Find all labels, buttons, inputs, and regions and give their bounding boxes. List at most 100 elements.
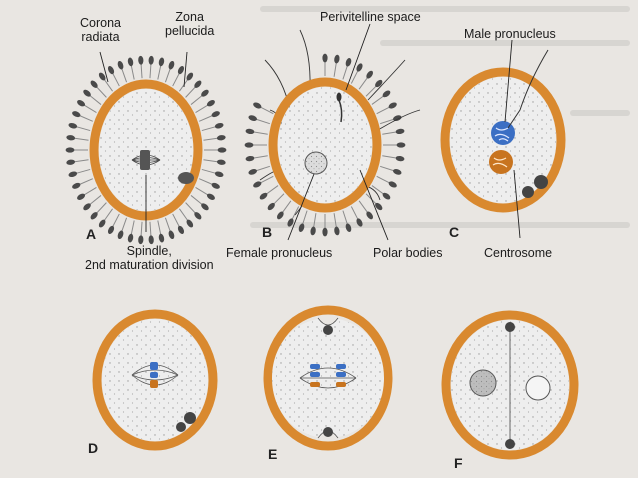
corona-process [140,64,143,79]
panel-label-c: C [449,224,460,240]
corona-process [112,213,120,227]
chromosomes [140,150,150,170]
female-pronucleus-chromatin [492,157,508,168]
polar-body [323,427,333,437]
corona-cell [393,115,402,121]
corona-cell [345,57,352,67]
corona-cell [356,63,363,72]
polar-body [184,412,196,424]
corona-cell [127,57,134,67]
corona-cell [211,182,220,189]
corona-process [96,202,107,214]
corona-cell [216,159,226,165]
corona-cell [177,225,185,234]
panel-label-a: A [86,226,97,242]
corona-process [260,175,274,184]
corona-cell [77,193,86,200]
corona-process [382,131,397,135]
corona-cell [72,182,81,189]
corona-process [130,220,135,235]
corona-process [302,210,308,225]
corona-cell [382,192,391,200]
corona-cell [310,226,316,236]
corona-cell [65,147,75,153]
corona-process [89,195,102,205]
corona-cell [83,203,91,211]
sperm-head [336,92,342,102]
corona-process [172,73,180,87]
label-female-pronucleus: Female pronucleus [226,246,333,260]
corona-cell [287,218,294,227]
corona-process [76,168,91,174]
label-male-pronucleus: Male pronucleus [464,27,556,41]
sperm-tail [377,109,421,131]
corona-cell [68,171,78,178]
corona-cell [345,223,352,233]
corona-cell [253,102,262,109]
corona-process [282,200,292,213]
corona-cell [117,60,124,70]
corona-cell [177,66,185,75]
corona-cell [72,111,81,118]
male-pronucleus [491,121,515,145]
corona-cell [334,226,340,236]
corona-cell [201,203,209,211]
separating-chromosomes [310,364,346,387]
stage-a-oocyte [65,55,227,245]
label-perivitelline-space: Perivitelline space [320,10,421,24]
stage-b-oocyte [244,29,421,237]
corona-process [179,208,188,221]
corona-cell [66,159,76,165]
corona-process [380,165,394,172]
corona-process [371,95,384,105]
corona-cell [388,181,397,188]
sperm-tail [367,59,406,101]
corona-cell [322,53,328,63]
corona-cell [248,169,257,175]
corona-process [256,118,270,125]
corona-cell [127,233,134,243]
corona-process [273,193,285,205]
label-polar-bodies: Polar bodies [373,246,443,260]
corona-process [342,65,348,80]
corona-cell [186,72,194,81]
corona-process [350,206,359,220]
corona-process [104,208,113,221]
corona-cell [248,115,257,121]
leader-perivitelline-space [345,23,371,91]
corona-process [380,118,394,125]
polar-body [505,322,515,332]
corona-process [313,213,317,228]
corona-process [195,104,208,114]
corona-cell [259,192,268,200]
corona-cell [90,212,98,220]
corona-process [157,65,162,80]
corona-process [96,86,107,98]
corona-process [185,86,196,98]
stage-c-zygote [440,49,566,213]
corona-cell [245,155,255,162]
corona-cell [267,202,275,211]
corona-process [149,221,152,236]
stage-f-two-cell [441,310,579,460]
corona-cell [375,79,383,88]
leader-male-pronucleus [504,39,513,123]
corona-process [79,178,94,185]
sperm-tail [507,49,549,129]
corona-cell [322,227,328,237]
corona-process [195,186,208,196]
corona-process [376,106,390,115]
panel-label-b: B [262,224,273,240]
corona-process [190,95,203,105]
corona-process [201,126,216,132]
corona-process [89,95,102,105]
corona-cell [201,89,209,97]
stage-d-first-cleavage-spindle [92,309,218,451]
corona-cell [186,219,194,228]
corona-process [203,159,218,163]
corona-cell [214,122,224,129]
corona-process [84,186,97,196]
corona-process [157,220,162,235]
zona-pellucida [441,310,579,460]
